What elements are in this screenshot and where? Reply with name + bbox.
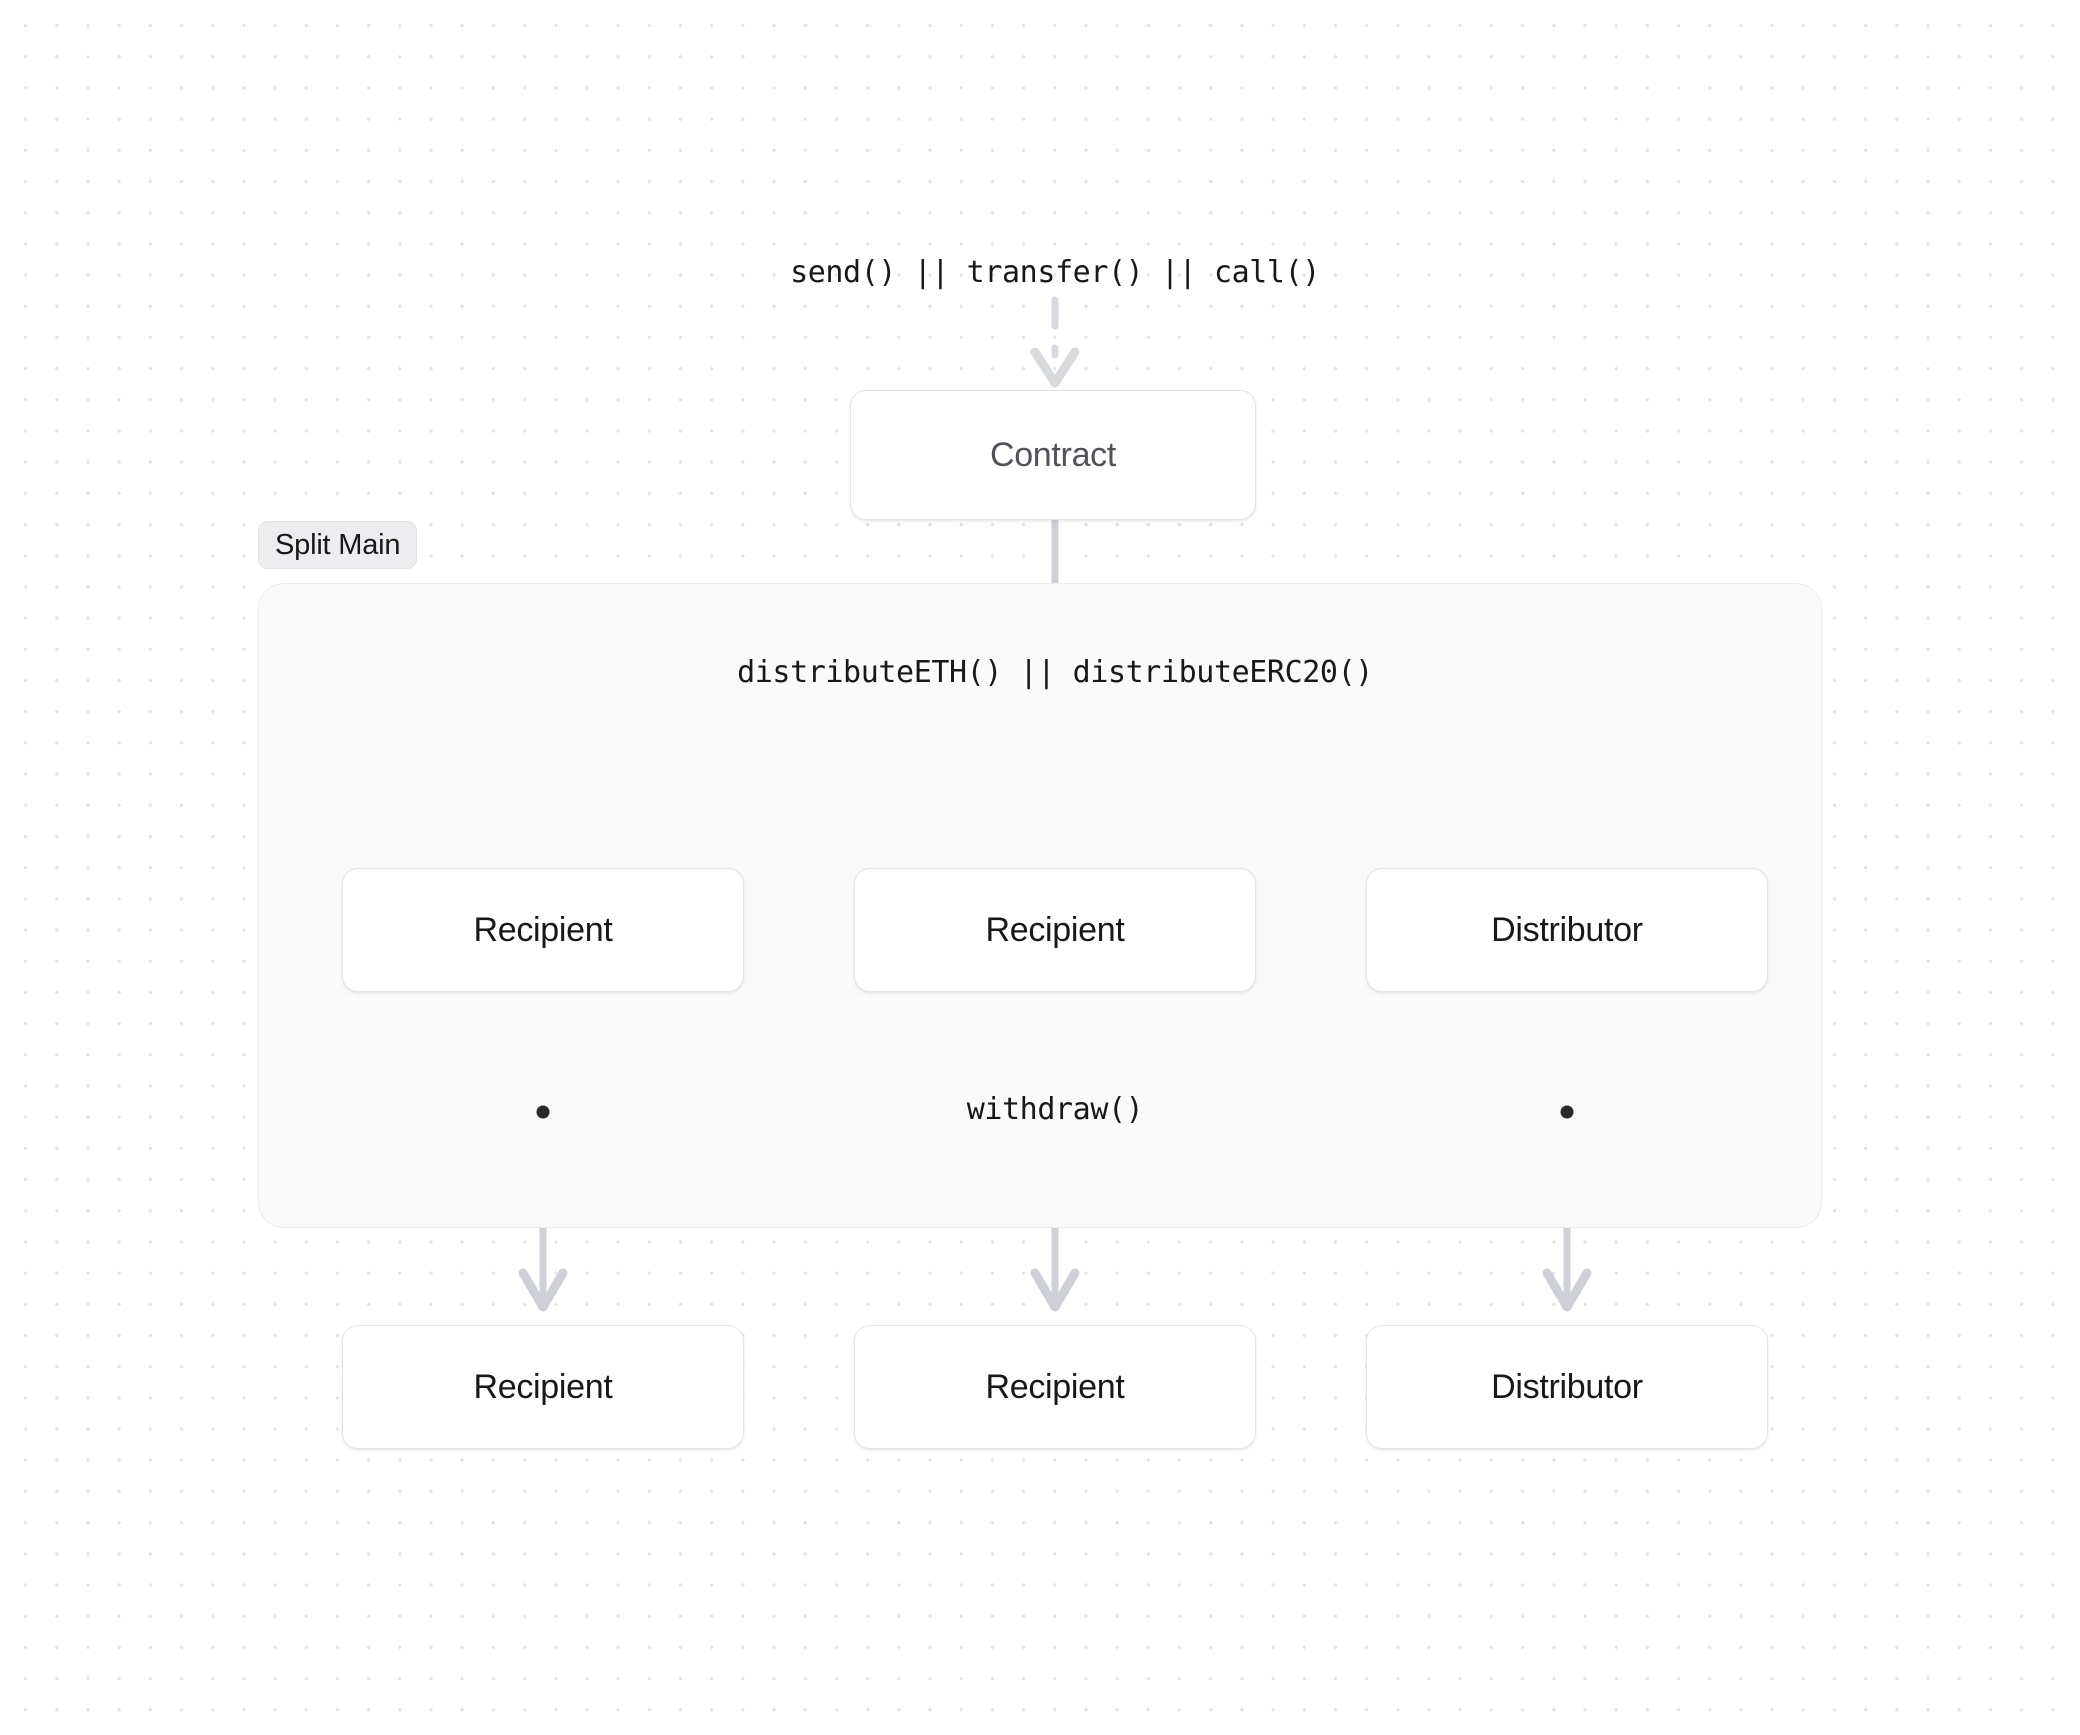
- edge-label-withdraw: withdraw(): [966, 1092, 1144, 1127]
- node-distributor-1[interactable]: Distributor: [1366, 868, 1768, 992]
- node-distributor-2[interactable]: Distributor: [1366, 1325, 1768, 1449]
- node-contract[interactable]: Contract: [850, 390, 1256, 520]
- edge-label-dot-right: [1560, 1105, 1574, 1119]
- edge-label-dot-left: [536, 1105, 550, 1119]
- node-recipient-1[interactable]: Recipient: [342, 868, 744, 992]
- edge-entry-to-contract: [1030, 296, 1080, 388]
- edge-label-distribute: distributeETH() || distributeERC20(): [737, 655, 1373, 690]
- node-recipient-3[interactable]: Recipient: [342, 1325, 744, 1449]
- node-recipient-4[interactable]: Recipient: [854, 1325, 1256, 1449]
- group-label-split-main[interactable]: Split Main: [258, 521, 418, 569]
- edge-label-entry: send() || transfer() || call(): [790, 255, 1320, 290]
- node-recipient-2[interactable]: Recipient: [854, 868, 1256, 992]
